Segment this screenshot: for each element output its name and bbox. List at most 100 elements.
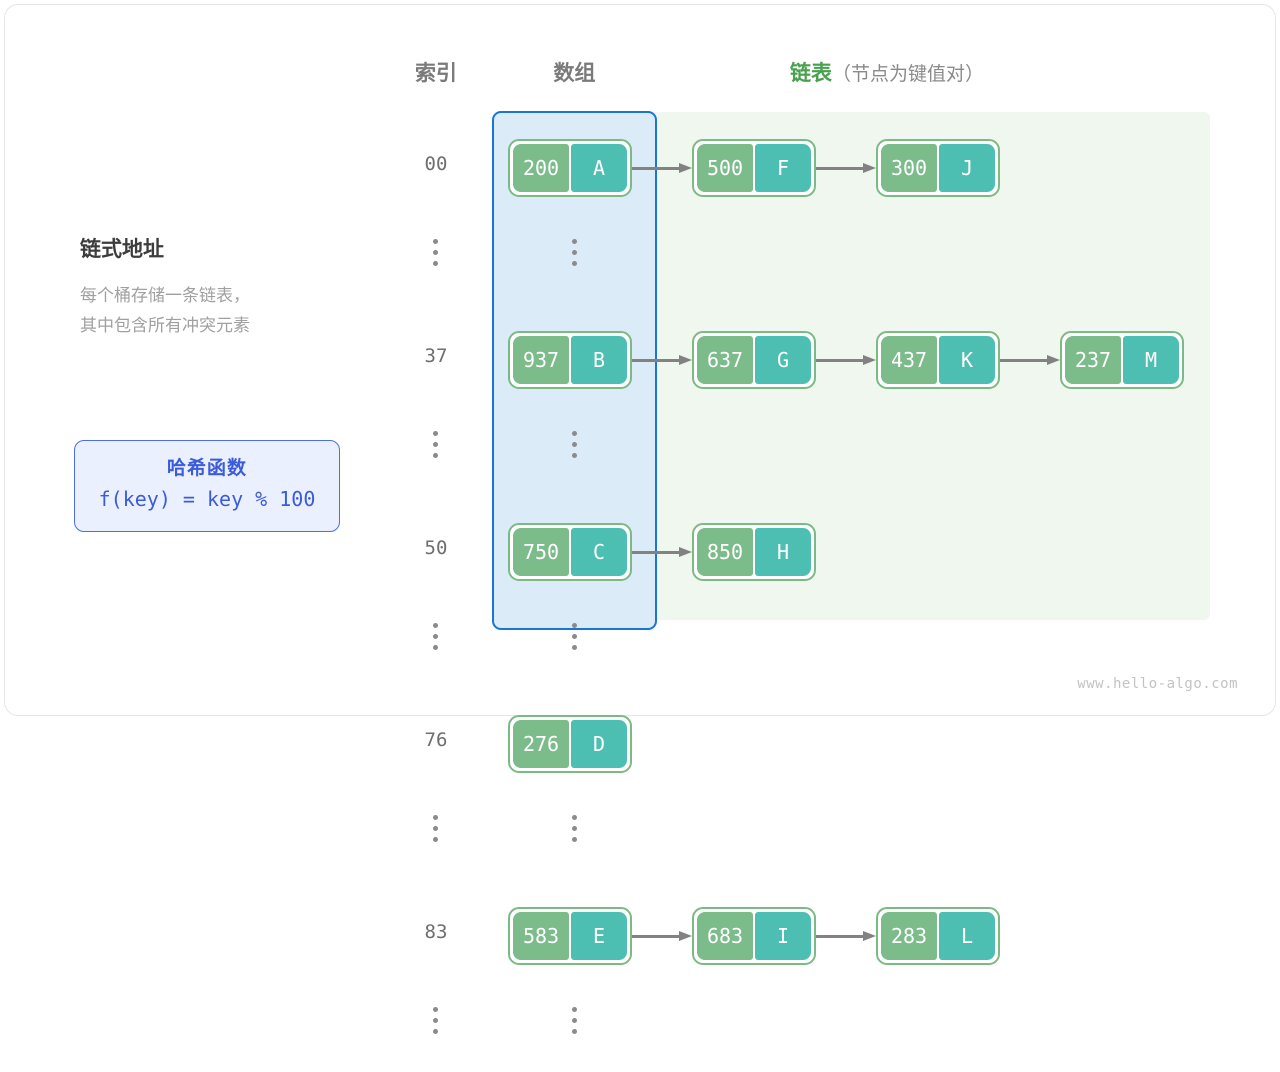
chain-arrow-icon (1000, 355, 1060, 365)
ellipsis-dot (433, 837, 438, 842)
column-header-linkedlist: 链表（节点为键值对） (790, 57, 984, 87)
ellipsis-dot (433, 250, 438, 255)
hash-function-title: 哈希函数 (166, 458, 247, 479)
node-value: L (939, 912, 995, 960)
ellipsis-dot (572, 261, 577, 266)
index-ellipsis-icon (433, 623, 438, 650)
node-value: J (939, 144, 995, 192)
array-ellipsis-icon (572, 815, 577, 842)
ellipsis-dot (572, 1007, 577, 1012)
chain-arrow-icon (816, 931, 876, 941)
arrow-shaft (632, 166, 680, 170)
arrow-head (863, 931, 876, 941)
ellipsis-dot (572, 250, 577, 255)
chain-arrow-icon (632, 931, 692, 941)
ellipsis-dot (572, 1029, 577, 1034)
ellipsis-dot (433, 261, 438, 266)
watermark: www.hello-algo.com (1077, 676, 1238, 692)
node-key: 850 (697, 528, 753, 576)
ellipsis-dot (572, 442, 577, 447)
row-spacer (0, 784, 1280, 880)
column-header-linkedlist-sub: （节点为键值对） (832, 64, 985, 85)
arrow-head (679, 355, 692, 365)
ellipsis-dot (433, 1018, 438, 1023)
index-ellipsis-icon (433, 431, 438, 458)
bucket-index-label: 50 (424, 537, 448, 559)
caption-body: 每个桶存储一条链表， 其中包含所有冲突元素 (80, 286, 250, 335)
node-key: 276 (513, 720, 569, 768)
node-value: C (571, 528, 627, 576)
node-value: G (755, 336, 811, 384)
node-key: 237 (1065, 336, 1121, 384)
caption-title: 链式地址 (80, 238, 164, 261)
node-key: 283 (881, 912, 937, 960)
arrow-head (679, 163, 692, 173)
ellipsis-dot (433, 634, 438, 639)
diagram-canvas: 索引 数组 链表（节点为键值对） 链式地址 每个桶存储一条链表， 其中包含所有冲… (4, 4, 1276, 1034)
arrow-head (679, 931, 692, 941)
array-ellipsis-icon (572, 239, 577, 266)
chain-arrow-icon (632, 163, 692, 173)
node-value: K (939, 336, 995, 384)
hash-function-formula: f(key) = key % 100 (98, 487, 316, 511)
bucket-index-label: 37 (424, 345, 448, 367)
node-key: 937 (513, 336, 569, 384)
ellipsis-dot (433, 239, 438, 244)
ellipsis-dot (433, 826, 438, 831)
ellipsis-dot (572, 645, 577, 650)
ellipsis-dot (572, 239, 577, 244)
arrow-head (863, 163, 876, 173)
ellipsis-dot (572, 815, 577, 820)
node-value: F (755, 144, 811, 192)
row-spacer (0, 976, 1280, 1072)
arrow-shaft (816, 358, 864, 362)
ellipsis-dot (433, 1029, 438, 1034)
hash-function-box: 哈希函数 f(key) = key % 100 (74, 440, 340, 532)
node-key: 637 (697, 336, 753, 384)
ellipsis-dot (572, 1018, 577, 1023)
chain-arrow-icon (816, 355, 876, 365)
arrow-shaft (816, 934, 864, 938)
node-key: 300 (881, 144, 937, 192)
column-header-index: 索引 (415, 62, 457, 85)
ellipsis-dot (433, 623, 438, 628)
array-ellipsis-icon (572, 1007, 577, 1034)
bucket-index-label: 76 (424, 729, 448, 751)
node-value: M (1123, 336, 1179, 384)
ellipsis-dot (572, 837, 577, 842)
node-value: E (571, 912, 627, 960)
ellipsis-dot (572, 623, 577, 628)
array-ellipsis-icon (572, 431, 577, 458)
arrow-shaft (632, 358, 680, 362)
arrow-head (1047, 355, 1060, 365)
arrow-head (863, 355, 876, 365)
column-header-array: 数组 (553, 62, 596, 85)
column-header-linkedlist-main: 链表 (790, 62, 832, 85)
bucket-index-label: 83 (424, 921, 448, 943)
node-key: 583 (513, 912, 569, 960)
node-value: A (571, 144, 627, 192)
chain-arrow-icon (816, 163, 876, 173)
chain-arrow-icon (632, 355, 692, 365)
